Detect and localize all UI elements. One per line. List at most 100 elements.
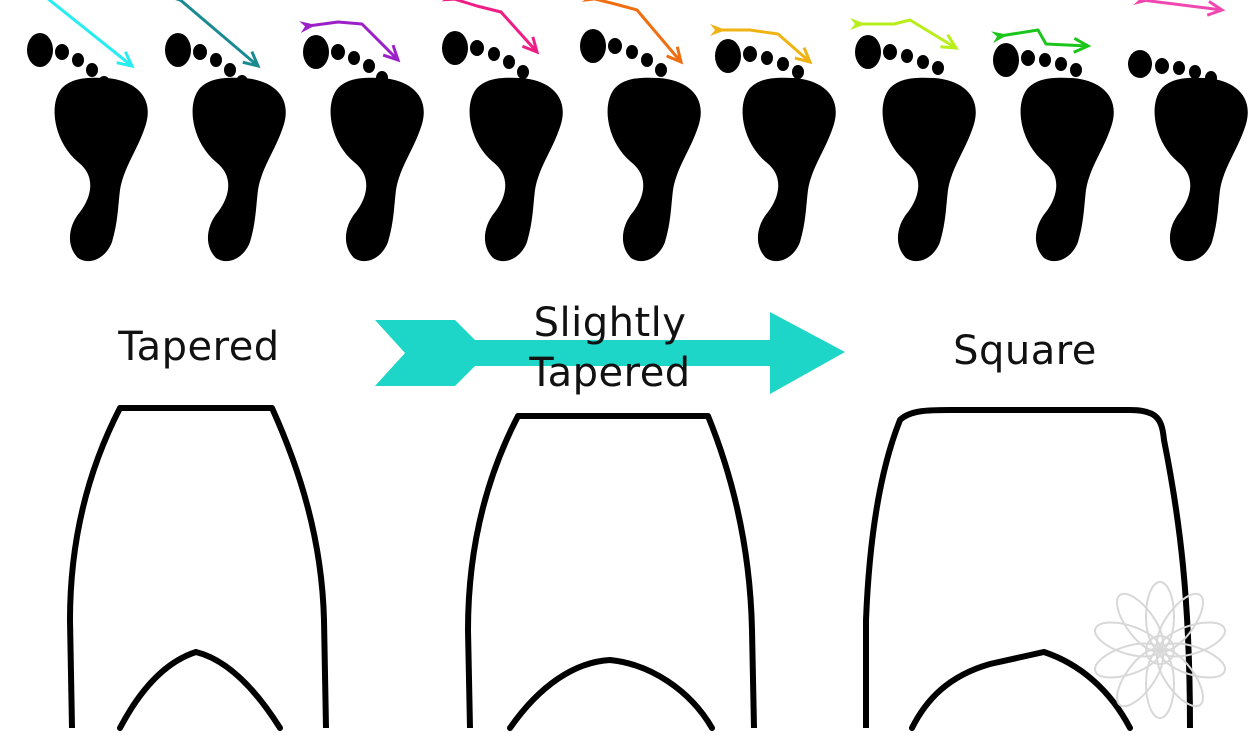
toe-line-head: [666, 46, 684, 65]
toe-mark: [883, 44, 897, 60]
toe-mark: [626, 45, 638, 59]
toe-line-head: [521, 36, 540, 55]
toe-mark: [72, 53, 84, 67]
toe-mark: [442, 31, 468, 65]
toe-line-arrow-icon: [850, 18, 959, 50]
toe-line-head: [382, 44, 401, 63]
progression-arrow-body: [375, 312, 845, 394]
footprint-icon: [299, 20, 424, 262]
toe-line-head: [1206, 0, 1226, 17]
toe-mark: [715, 39, 741, 73]
sole-shape: [607, 77, 701, 262]
toe-line-arrow-icon: [441, 0, 540, 55]
toe-mark: [1205, 71, 1217, 85]
toe-line-shaft: [47, 0, 133, 68]
toe-line-shaft: [307, 20, 400, 62]
label-slightly-tapered: Slightly Tapered: [500, 298, 720, 398]
sole-shape: [882, 77, 976, 262]
toe-mark: [98, 76, 110, 90]
toe-mark: [917, 55, 929, 69]
toe-mark: [236, 75, 248, 89]
footprint-icon: [991, 28, 1114, 262]
footprint-icon: [710, 24, 836, 262]
toe-line-arrow-icon: [299, 20, 401, 63]
toe-line-fletching: [299, 21, 316, 34]
toe-line-arrow-icon: [47, 0, 135, 69]
toe-line-fletching: [850, 18, 866, 30]
toe-line-fletching: [1133, 0, 1150, 5]
toe-line-shaft: [178, 0, 259, 68]
lotus-petal: [1158, 621, 1226, 658]
toe-line-shaft: [592, 0, 683, 63]
sole-shape: [192, 77, 286, 262]
lotus-petal: [1094, 621, 1162, 658]
pointe-shoe-outline: [863, 407, 1193, 731]
toe-mark: [331, 44, 345, 60]
pointe-shoe-row: [67, 405, 1193, 731]
toe-mark: [901, 49, 913, 63]
toe-mark: [655, 63, 667, 77]
toe-mark: [363, 59, 375, 73]
toe-line-head: [794, 46, 813, 65]
toe-line-shaft: [718, 28, 811, 64]
toe-mark: [488, 47, 500, 61]
sole-shape: [469, 77, 563, 262]
toe-mark: [165, 33, 191, 67]
toe-mark: [580, 29, 606, 63]
toe-mark: [210, 53, 222, 67]
toe-line-shaft: [452, 0, 539, 54]
toe-mark: [993, 43, 1019, 77]
toe-line-arrow-icon: [1133, 0, 1226, 17]
toe-mark: [1055, 57, 1067, 71]
sole-shape: [54, 77, 148, 262]
lotus-watermark-icon: [1094, 581, 1226, 719]
toe-line-head: [940, 33, 959, 50]
sole-shape: [742, 77, 836, 262]
toe-mark: [1189, 65, 1201, 79]
toe-mark: [855, 35, 881, 69]
toe-mark: [641, 53, 653, 67]
toe-mark: [608, 38, 622, 54]
footprint-icon: [850, 18, 976, 262]
toe-line-head: [116, 51, 135, 69]
toe-mark: [224, 63, 236, 77]
label-tapered: Tapered: [118, 324, 280, 370]
toe-line-shaft: [1141, 0, 1223, 12]
toe-line-shaft: [858, 18, 957, 50]
toe-mark: [348, 51, 360, 65]
toe-mark: [55, 44, 69, 60]
toe-mark: [1021, 50, 1035, 66]
toe-platform-curve: [507, 656, 715, 731]
lotus-petal: [1116, 592, 1164, 653]
progression-arrow-icon: [375, 312, 845, 394]
label-square: Square: [953, 328, 1097, 374]
toe-box-outline: [863, 407, 1193, 729]
footprint-icon: [27, 0, 148, 262]
toe-mark: [932, 61, 944, 75]
sole-shape: [330, 77, 424, 262]
label-slightly-line1: Slightly: [533, 300, 687, 346]
footprint-icon: [165, 0, 286, 262]
toe-mark: [1128, 50, 1152, 78]
toe-mark: [1039, 53, 1051, 67]
pointe-shoe-outline: [67, 405, 329, 731]
toe-mark: [86, 63, 98, 77]
toe-line-fletching: [991, 31, 1008, 44]
toe-line-head: [1073, 37, 1092, 54]
toe-mark: [792, 65, 804, 79]
toe-mark: [27, 33, 53, 67]
lotus-petal: [1094, 642, 1162, 679]
toe-box-outline: [67, 405, 329, 729]
toe-mark: [503, 55, 515, 69]
toe-platform-curve: [909, 648, 1133, 731]
toe-line-shaft: [999, 28, 1089, 48]
toe-mark: [743, 46, 757, 62]
sole-shape: [1020, 77, 1114, 262]
sole-shape: [1154, 77, 1248, 262]
toe-box-outline: [465, 413, 757, 729]
footprints-row: [27, 0, 1248, 262]
toe-mark: [470, 40, 484, 56]
lotus-center: [1145, 635, 1175, 665]
